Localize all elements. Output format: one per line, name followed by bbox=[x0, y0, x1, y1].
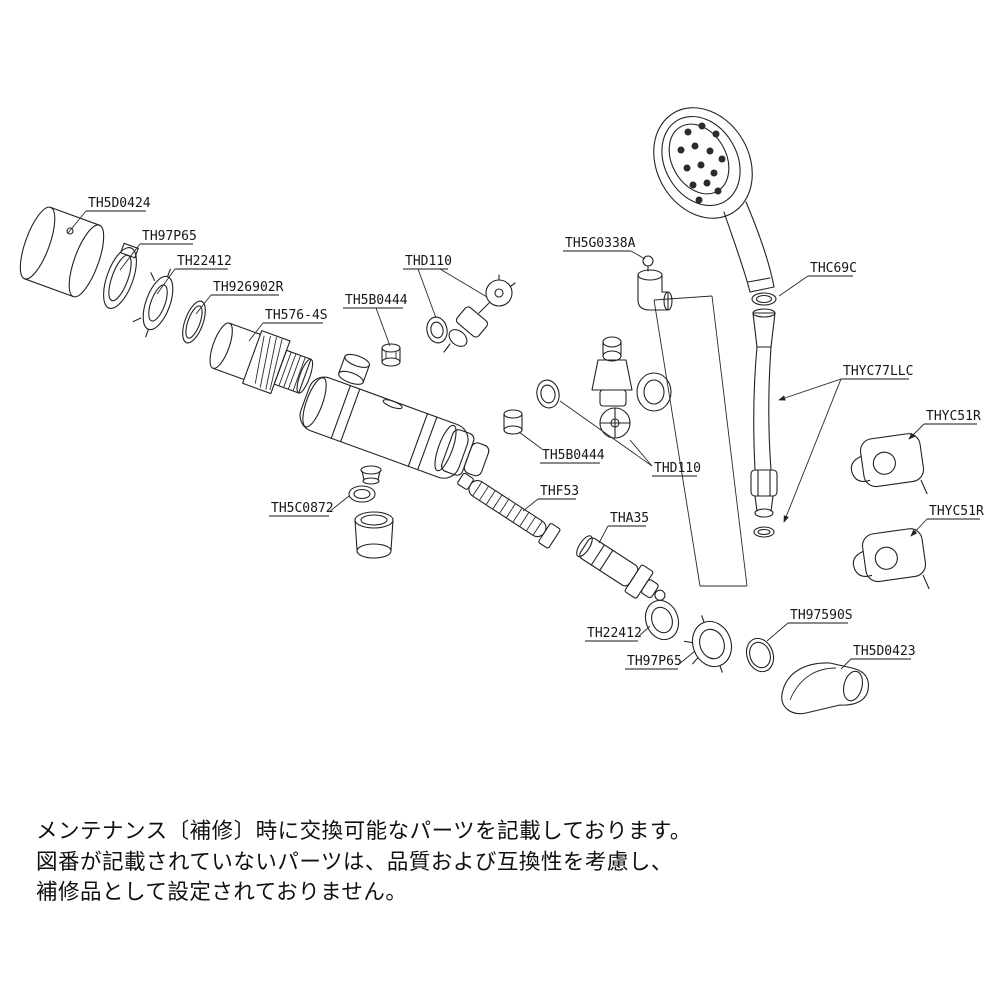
part-label-th22412-2: TH22412 bbox=[587, 626, 642, 641]
split-ring bbox=[97, 242, 144, 313]
part-label-th5b0444-2: TH5B0444 bbox=[542, 448, 605, 463]
spout-nut bbox=[678, 609, 740, 680]
seal-ring-mid bbox=[534, 378, 561, 410]
hand-shower-head bbox=[634, 90, 774, 292]
diverter-valve-top bbox=[444, 275, 515, 352]
part-label-th5c0872: TH5C0872 bbox=[271, 501, 334, 516]
part-labels: TH5D0424 TH97P65 TH22412 TH926902R TH576… bbox=[68, 196, 984, 669]
part-label-th926902r: TH926902R bbox=[213, 280, 284, 295]
hose-assembly-outline bbox=[654, 296, 747, 586]
maintenance-note-line-3: 補修品として設定されておりません。 bbox=[36, 880, 408, 904]
spout-ring-inner bbox=[640, 596, 684, 645]
inlet-adapter bbox=[204, 317, 319, 405]
part-label-thyc77llc: THYC77LLC bbox=[843, 364, 913, 379]
part-label-thyc51r-1: THYC51R bbox=[926, 409, 981, 424]
part-label-thyc51r-2: THYC51R bbox=[929, 504, 984, 519]
part-label-th97p65-1: TH97P65 bbox=[142, 229, 197, 244]
valve-body-knob bbox=[337, 352, 371, 387]
maintenance-note: メンテナンス〔補修〕時に交換可能なパーツを記載しております。 図番が記載されてい… bbox=[36, 816, 796, 908]
o-ring-left bbox=[178, 298, 210, 346]
valve-body-outlet bbox=[361, 466, 381, 484]
connector-small-top bbox=[382, 344, 400, 366]
seal-ring-top bbox=[425, 315, 450, 345]
maintenance-note-line-1: メンテナンス〔補修〕時に交換可能なパーツを記載しております。 bbox=[36, 819, 692, 843]
part-label-th5g0338a: TH5G0338A bbox=[565, 236, 636, 251]
part-label-th576-4s: TH576-4S bbox=[265, 308, 328, 323]
lock-nut-left bbox=[130, 263, 182, 341]
part-label-thd110-1: THD110 bbox=[405, 254, 452, 269]
part-label-th97p65-2: TH97P65 bbox=[627, 654, 682, 669]
shower-hose bbox=[751, 309, 777, 537]
spout-washer bbox=[742, 635, 778, 676]
hose-gasket bbox=[752, 293, 776, 305]
escutcheon-cup bbox=[13, 203, 110, 300]
spout-cover bbox=[782, 663, 869, 714]
part-label-th97590s: TH97590S bbox=[790, 608, 853, 623]
outlet-ring-and-cap bbox=[349, 486, 393, 558]
spout-cartridge bbox=[572, 530, 673, 611]
valve-body bbox=[296, 373, 473, 483]
part-label-th5d0423: TH5D0423 bbox=[853, 644, 916, 659]
part-label-tha35: THA35 bbox=[610, 511, 649, 526]
part-label-th5d0424: TH5D0424 bbox=[88, 196, 151, 211]
part-label-th5b0444-1: TH5B0444 bbox=[345, 293, 408, 308]
maintenance-note-line-2: 図番が記載されていないパーツは、品質および互換性を考慮し、 bbox=[36, 849, 673, 874]
part-label-thd110-2: THD110 bbox=[654, 461, 701, 476]
valve-body-handle bbox=[431, 423, 493, 485]
escutcheon-screw-hole bbox=[67, 228, 73, 234]
shower-holder-bottom bbox=[850, 527, 929, 598]
shower-elbow bbox=[638, 256, 672, 310]
flexible-hose bbox=[454, 468, 560, 548]
stop-valve-mid bbox=[592, 337, 671, 438]
part-label-thf53: THF53 bbox=[540, 484, 579, 499]
connector-small-mid bbox=[504, 410, 522, 434]
part-label-thc69c: THC69C bbox=[810, 261, 857, 276]
part-label-th22412-1: TH22412 bbox=[177, 254, 232, 269]
shower-holder-top bbox=[848, 432, 927, 503]
